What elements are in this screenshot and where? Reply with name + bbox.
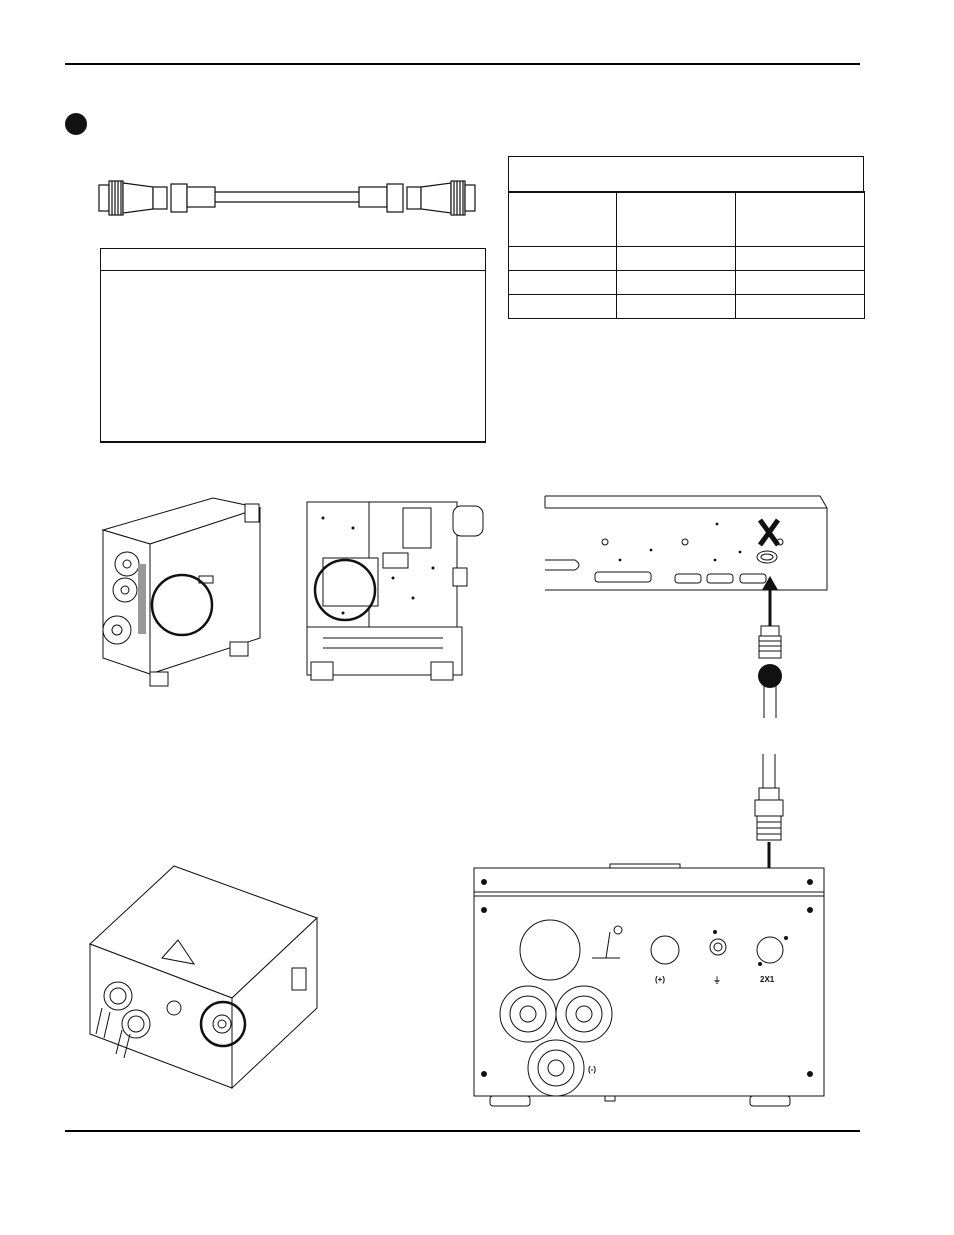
info-box bbox=[100, 248, 486, 443]
rear-panel-illustration bbox=[544, 495, 828, 718]
power-supply-interior-illustration bbox=[306, 501, 484, 681]
arrow-up-icon bbox=[762, 576, 778, 626]
spec-table bbox=[508, 191, 865, 319]
receptacle-label: 2X1 bbox=[760, 975, 775, 984]
callout-circle bbox=[150, 573, 214, 637]
table-row bbox=[508, 270, 865, 295]
power-supply-exterior-illustration bbox=[101, 497, 262, 687]
table-row bbox=[508, 294, 865, 319]
table-row bbox=[508, 246, 865, 271]
ground-label: ⏚ bbox=[713, 976, 721, 985]
x-mark-icon bbox=[757, 518, 781, 547]
interface-box-illustration bbox=[89, 865, 318, 1090]
footer-rule bbox=[65, 1130, 860, 1132]
header-rule bbox=[65, 63, 860, 65]
bullet-icon bbox=[65, 113, 87, 135]
callout-circle bbox=[313, 558, 377, 622]
cable-illustration bbox=[98, 180, 476, 216]
spec-table-title-cell bbox=[508, 156, 864, 193]
info-box-header bbox=[101, 249, 485, 271]
table-row bbox=[508, 191, 865, 247]
positive-label: (+) bbox=[655, 975, 665, 984]
callout-circle bbox=[199, 1000, 247, 1048]
front-panel-illustration: (+) ⏚ 2X1 (-) bbox=[473, 863, 825, 1107]
negative-label: (-) bbox=[588, 1065, 596, 1074]
